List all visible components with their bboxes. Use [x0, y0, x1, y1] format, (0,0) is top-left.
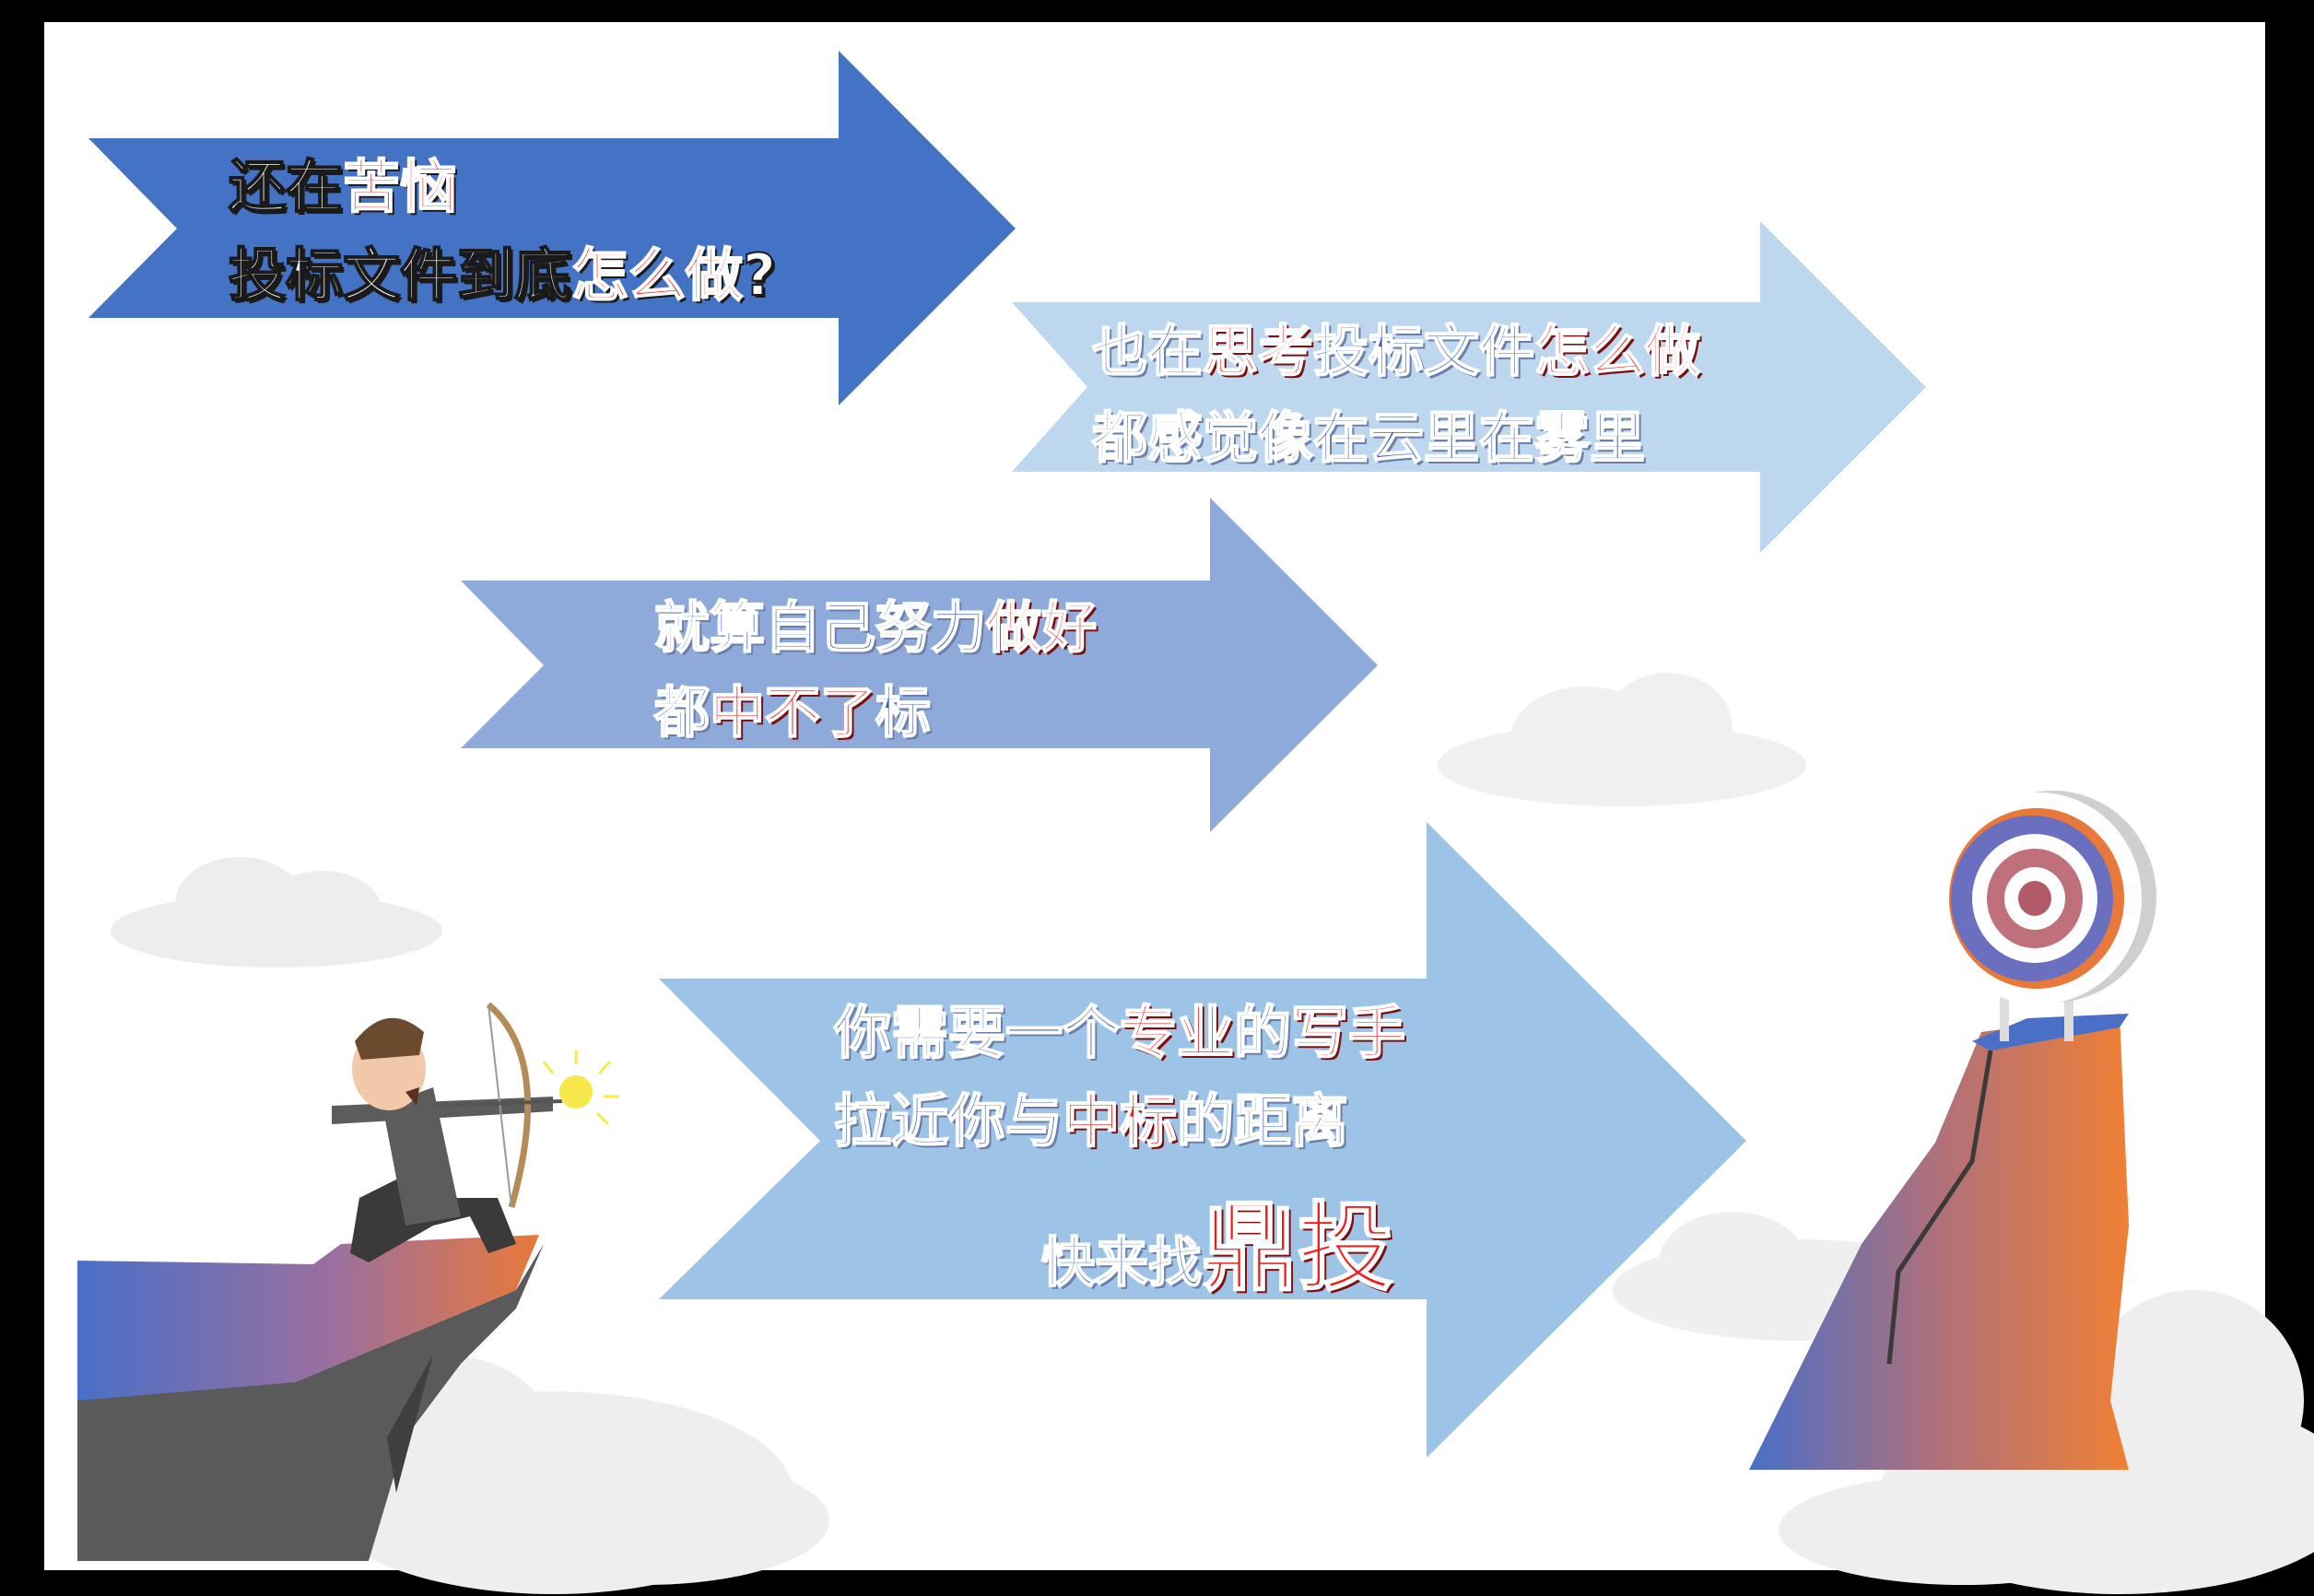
text-fragment: 也在	[1091, 320, 1204, 384]
arrow3-caption: 就算自己努力做好 都中不了标	[653, 600, 1098, 742]
text-fragment-highlight: 思考	[1202, 320, 1314, 384]
cliff-icon	[77, 1235, 544, 1561]
arrow4-line1: 你需要一个专业的写手	[833, 1003, 1406, 1062]
arrow1-caption: 还在苦恼 投标文件到底怎么做?	[228, 158, 777, 305]
arrow3-line2: 都中不了标	[653, 685, 1097, 742]
arrow4-cta: 快来找鼎投	[1040, 1199, 1394, 1297]
text-fragment: 就算自己努力	[653, 596, 987, 661]
text-fragment: 的	[1233, 999, 1292, 1066]
arrow2-caption: 也在思考投标文件怎么做 都感觉像在云里在雾里	[1091, 323, 1701, 467]
cloud-icon	[1438, 673, 1806, 806]
text-fragment: ?	[742, 241, 777, 309]
text-fragment-highlight: 中不了	[709, 681, 876, 745]
text-fragment: 拉近你与	[833, 1087, 1063, 1155]
arrow-shape	[659, 822, 1746, 1458]
arrow-shape	[461, 498, 1378, 832]
arrow-shape	[88, 51, 1016, 405]
text-fragment: 标	[875, 681, 932, 745]
text-fragment-highlight: 苦恼	[342, 153, 458, 220]
text-fragment: 都感觉像在云里在雾里	[1091, 406, 1646, 471]
arrow4-caption: 你需要一个专业的写手 拉近你与中标的距离	[833, 1003, 1406, 1151]
arrow1-line1: 还在苦恼	[228, 158, 776, 217]
arrow4-line2: 拉近你与中标的距离	[833, 1092, 1405, 1151]
cliff-icon	[1749, 1014, 2129, 1470]
arrow3-line1: 就算自己努力做好	[653, 600, 1098, 657]
text-fragment-highlight: 中标	[1062, 1087, 1178, 1155]
text-fragment: 还在	[228, 153, 344, 220]
brand-name: 鼎投	[1201, 1191, 1394, 1304]
text-fragment: 快来找	[1040, 1231, 1203, 1294]
text-fragment: 投标文件到底	[228, 241, 572, 309]
text-fragment: 你需要一个	[833, 999, 1121, 1066]
arrow2-line1: 也在思考投标文件怎么做	[1091, 323, 1701, 381]
target-icon	[1935, 791, 2156, 1041]
cloud-icon	[111, 857, 442, 968]
text-fragment-highlight: 怎么做	[1533, 320, 1701, 384]
cloud-icon	[313, 1355, 829, 1594]
text-fragment-highlight: 怎么做	[570, 241, 744, 309]
text-fragment-highlight: 专业	[1119, 999, 1235, 1066]
text-fragment-highlight: 写手	[1290, 999, 1406, 1066]
archer-icon	[332, 1002, 619, 1262]
arrow-shape	[1012, 221, 1926, 553]
text-fragment: 的距离	[1176, 1087, 1349, 1155]
arrow1-line2: 投标文件到底怎么做?	[228, 246, 777, 305]
text-fragment: 投标文件	[1312, 320, 1535, 384]
text-fragment-highlight: 做好	[985, 596, 1098, 661]
arrow2-line2: 都感觉像在云里在雾里	[1091, 410, 1700, 467]
text-fragment: 都	[653, 681, 711, 745]
